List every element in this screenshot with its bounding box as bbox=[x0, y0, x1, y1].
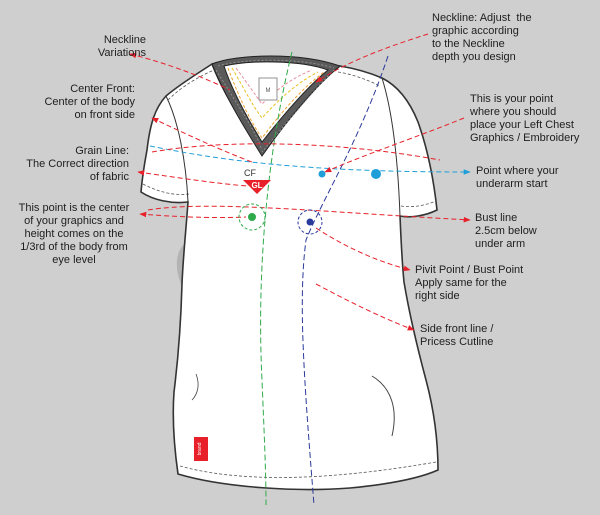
left-chest-point bbox=[318, 170, 326, 178]
brand-label-text: brand bbox=[197, 442, 203, 455]
right-sleeve-hem bbox=[400, 200, 437, 208]
hem-stitch bbox=[179, 461, 437, 478]
bust-point bbox=[306, 218, 314, 226]
cf-label: CF bbox=[244, 168, 256, 178]
center-front-line bbox=[260, 51, 293, 506]
grain-line-arrow bbox=[137, 170, 249, 187]
graphic-center-point bbox=[248, 213, 256, 221]
left-sleeve-hem bbox=[142, 183, 190, 195]
side-front-arrow bbox=[315, 283, 415, 331]
neckline-variation-yellow bbox=[231, 67, 319, 119]
graphic-center-label: This point is the center of your graphic… bbox=[18, 202, 130, 266]
gl-marker bbox=[243, 180, 271, 194]
brand-label bbox=[194, 437, 208, 461]
chest-guide-curve bbox=[151, 143, 441, 161]
left-chest-label: This is your point where you should plac… bbox=[470, 93, 580, 144]
neckline-variation-orange bbox=[227, 67, 325, 139]
left-armhole bbox=[165, 95, 189, 203]
neckline-adjust-arrow bbox=[315, 33, 429, 83]
grain-line-label: Grain Line: The Correct direction of fab… bbox=[26, 145, 129, 183]
gl-marker-label: GL bbox=[251, 181, 262, 190]
neckline-variations-label: Neckline Variations bbox=[97, 34, 146, 59]
underarm-point bbox=[371, 169, 381, 179]
pivot-point-arrow bbox=[315, 227, 411, 272]
center-front-label: Center Front: Center of the body on fron… bbox=[44, 83, 135, 121]
graphic-center-ring bbox=[238, 203, 266, 231]
right-shoulder-stitch bbox=[337, 71, 381, 87]
size-tag-label: M bbox=[266, 88, 271, 94]
princess-line bbox=[301, 55, 389, 506]
underarm-label: Point where your underarm start bbox=[476, 165, 559, 190]
size-tag bbox=[258, 77, 278, 101]
side-front-line-label: Side front line / Pricess Cutline bbox=[420, 323, 494, 348]
neckline-variation-pink bbox=[235, 67, 313, 105]
right-armhole bbox=[381, 77, 401, 217]
left-shoulder-stitch bbox=[167, 69, 215, 101]
bust-line-curve bbox=[147, 205, 471, 223]
left-chest-arrow bbox=[324, 117, 465, 173]
fold-crease bbox=[191, 373, 199, 401]
bust-line-label: Bust line 2.5cm below under arm bbox=[475, 212, 537, 250]
neckline-adjust-label: Neckline: Adjust the graphic according t… bbox=[432, 12, 532, 63]
pivot-point-label: Pivit Point / Bust Point Apply same for … bbox=[415, 264, 524, 302]
side-fold bbox=[371, 375, 395, 437]
neckline-variations-arrow bbox=[129, 52, 231, 91]
tshirt-body bbox=[140, 62, 439, 491]
center-front-arrow bbox=[151, 117, 253, 163]
underarm-line bbox=[149, 145, 471, 175]
bust-point-ring bbox=[297, 209, 323, 235]
